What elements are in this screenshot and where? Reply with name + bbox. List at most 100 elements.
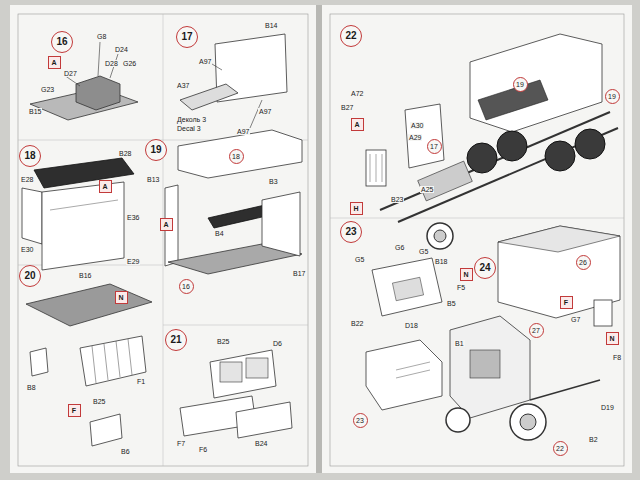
engine (418, 161, 473, 201)
roof-box (178, 130, 302, 178)
step-number-text: 24 (479, 263, 490, 273)
part-letter-box: N (460, 268, 473, 281)
part-number: G8 (96, 33, 107, 40)
part-number: B15 (28, 108, 42, 115)
window-glass (246, 358, 268, 378)
hub (434, 230, 446, 242)
part-letter-box: H (350, 202, 363, 215)
part-letter-box: F (68, 404, 81, 417)
part-number: D27 (63, 70, 78, 77)
seat-front (42, 182, 124, 270)
part-letter-box: N (115, 291, 128, 304)
part-letter-box: A (351, 118, 364, 131)
engine (470, 350, 500, 378)
part-number: D18 (404, 322, 419, 329)
part-number: B25 (92, 398, 106, 405)
wheel (545, 141, 575, 171)
step-number: 21 (165, 329, 187, 351)
callout-text: H (353, 205, 358, 212)
wheel (575, 129, 605, 159)
leader-line (98, 42, 100, 76)
part-number: G7 (570, 316, 581, 323)
part-number: D28 (104, 60, 119, 67)
step-number: 19 (145, 139, 167, 161)
callout-text: N (118, 294, 123, 301)
detail-line (396, 362, 430, 370)
grille-bar (104, 344, 108, 380)
part-number: G6 (394, 244, 405, 251)
callout-text: 23 (356, 417, 364, 424)
part-number: B2 (588, 436, 599, 443)
detail-line (50, 200, 118, 210)
cab-roof (498, 226, 620, 252)
callout-text: A (51, 59, 56, 66)
step-number-text: 19 (150, 145, 161, 155)
row-rule (330, 218, 624, 219)
step-number: 17 (176, 26, 198, 48)
grille-bar (92, 346, 96, 383)
window-glass (220, 362, 242, 382)
part-number: E28 (20, 176, 34, 183)
column-rule (163, 14, 164, 466)
hood-panel (372, 258, 442, 316)
callout-text: F (72, 407, 76, 414)
part-number: B22 (350, 320, 364, 327)
part-number: B6 (120, 448, 131, 455)
part-number: D19 (600, 404, 615, 411)
callout-text: 18 (232, 153, 240, 160)
part-letter-box: A (48, 56, 61, 69)
part-number: F8 (612, 354, 622, 361)
step-number: 22 (340, 25, 362, 47)
part-number: E29 (126, 258, 140, 265)
step-number: 20 (19, 265, 41, 287)
part-number: B24 (254, 440, 268, 447)
part-number: F1 (136, 378, 146, 385)
part-number: B3 (268, 178, 279, 185)
seat-block (76, 76, 120, 110)
part-number: B1 (454, 340, 465, 347)
part-number: A25 (420, 186, 434, 193)
callout-text: N (609, 335, 614, 342)
step-number: 16 (51, 31, 73, 53)
step-number: 24 (474, 257, 496, 279)
leader-line (212, 64, 222, 70)
rear-wall (262, 192, 300, 256)
page-gutter (316, 5, 322, 473)
radiator-fin (382, 154, 383, 182)
reference-circle: 18 (229, 149, 244, 164)
grille-bar (116, 341, 120, 377)
small-panel (30, 348, 48, 376)
callout-text: F (564, 299, 568, 306)
window-frame (210, 350, 276, 398)
step-number-text: 17 (181, 32, 192, 42)
callout-text: 27 (532, 327, 540, 334)
step-number-text: 23 (345, 227, 356, 237)
part-number: A97 (258, 108, 272, 115)
callout-text: 26 (579, 259, 587, 266)
part-number: B16 (78, 272, 92, 279)
chassis-rail (530, 380, 600, 400)
part-number: B18 (434, 258, 448, 265)
part-number: B27 (340, 104, 354, 111)
callout-text: 19 (516, 81, 524, 88)
wheel (467, 143, 497, 173)
wheel (510, 404, 546, 440)
step-number: 18 (19, 145, 41, 167)
part-number: G23 (40, 86, 55, 93)
reference-circle: 22 (553, 441, 568, 456)
row-rule (18, 265, 163, 266)
part-number: Decal 3 (176, 125, 202, 132)
step-number-text: 21 (170, 335, 181, 345)
reference-circle: 19 (605, 89, 620, 104)
part-number: A97 (236, 128, 250, 135)
part-number: F6 (198, 446, 208, 453)
callout-text: 19 (608, 93, 616, 100)
grille (80, 336, 146, 386)
part-number: A97 (198, 58, 212, 65)
part-number: G5 (418, 248, 429, 255)
callout-text: 16 (182, 283, 190, 290)
part-number: A37 (176, 82, 190, 89)
step-number-text: 22 (345, 31, 356, 41)
